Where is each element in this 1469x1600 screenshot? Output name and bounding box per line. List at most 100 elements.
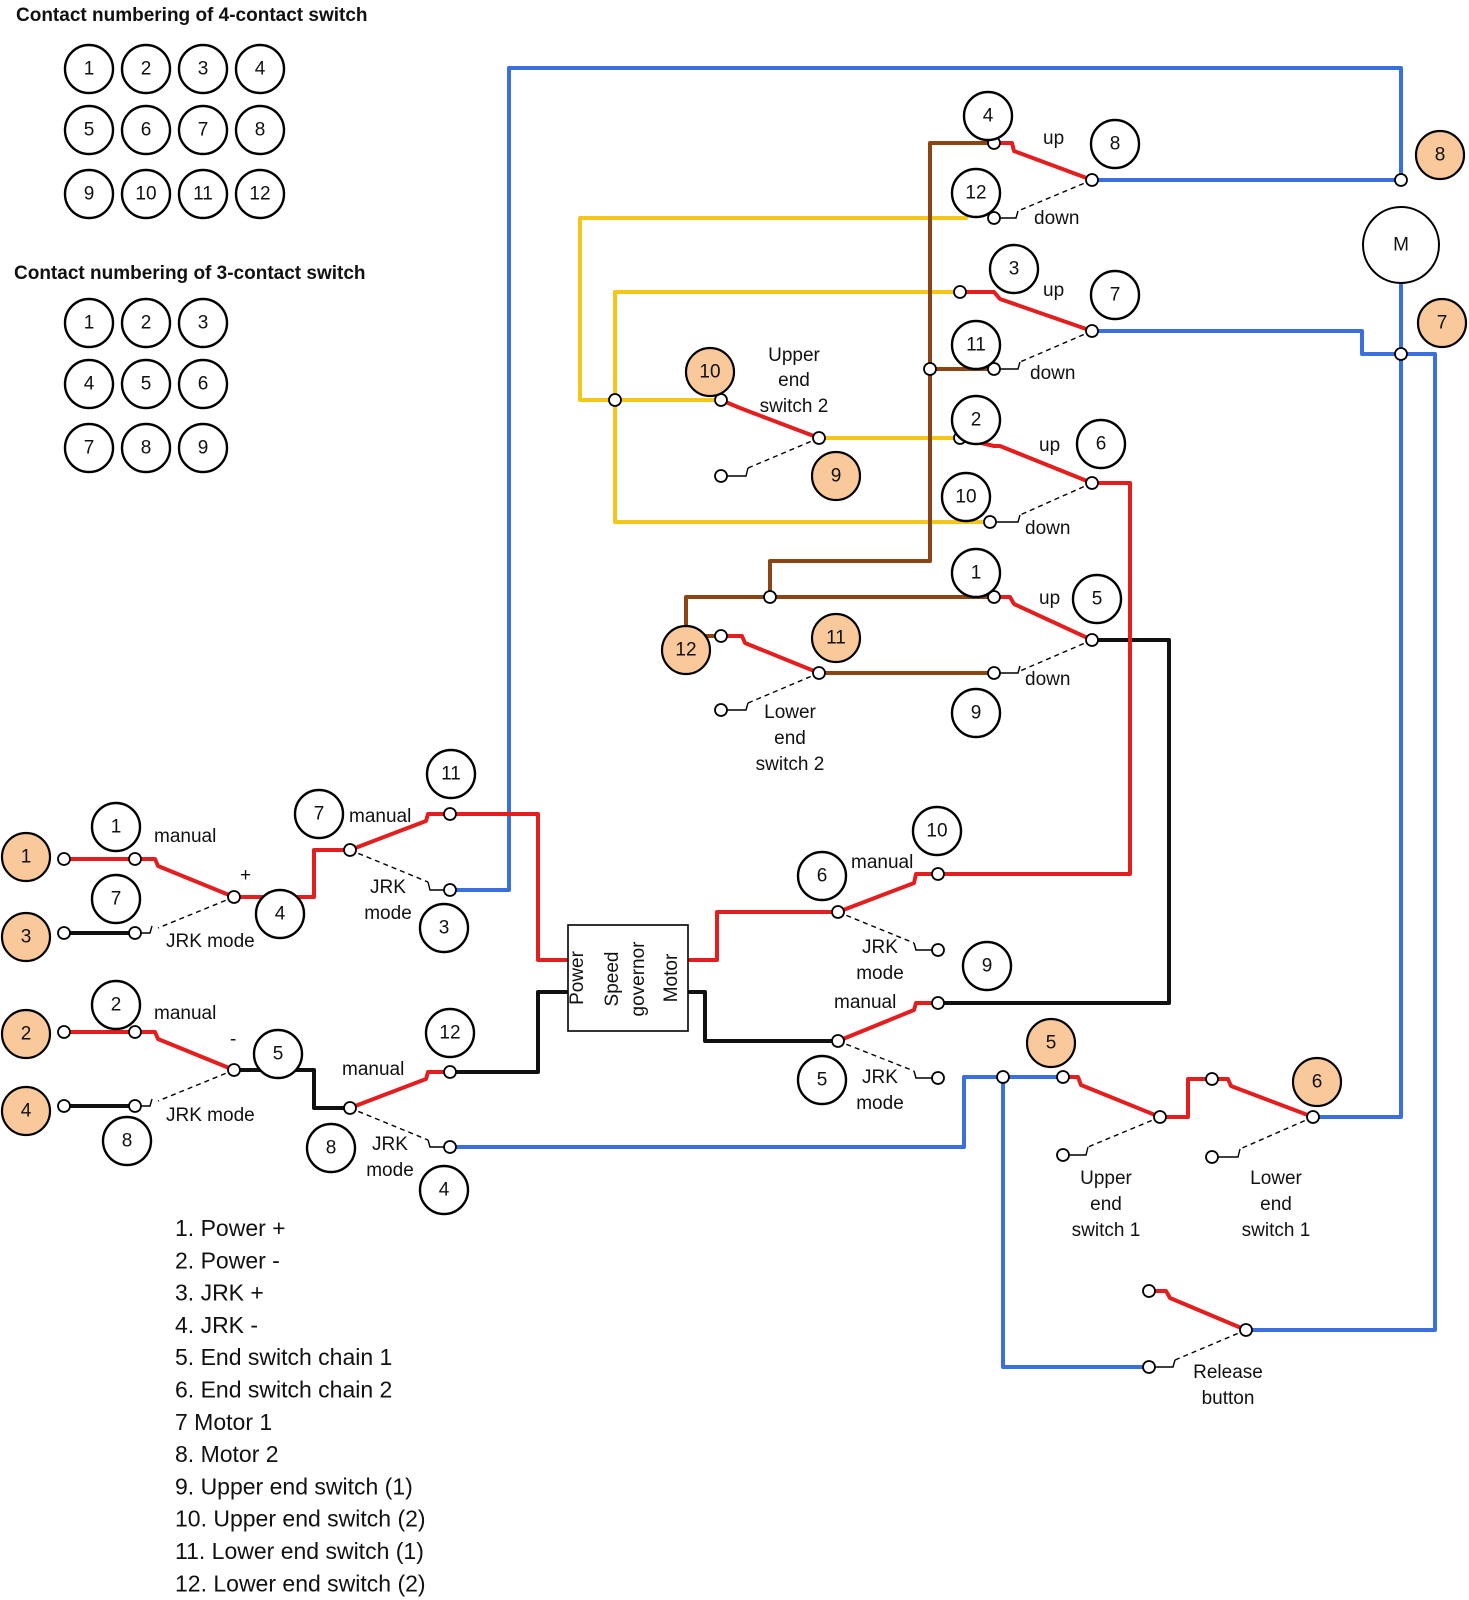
contact-marker-5: 5 — [1071, 573, 1123, 625]
contact-marker-4: 4 — [0, 1085, 52, 1137]
contact-marker-number: 7 — [111, 889, 122, 910]
label-down-12: down — [1034, 208, 1079, 229]
terminal — [931, 943, 945, 957]
blade-upper-end-1 — [1061, 1075, 1162, 1119]
governor-line2: governor — [628, 941, 649, 1017]
label-mode-4: mode — [366, 1160, 414, 1181]
label-up-4: up — [1043, 128, 1064, 149]
contact-marker-number: 7 — [1437, 313, 1448, 334]
legend-item: 4. JRK - — [175, 1312, 258, 1338]
terminal — [1056, 1148, 1070, 1162]
contact-marker-number: 5 — [817, 1070, 828, 1091]
label-upper-end-2-b: end — [778, 370, 810, 391]
terminal — [1142, 1284, 1156, 1298]
terminals — [57, 136, 1408, 1374]
label-release: Release — [1193, 1362, 1263, 1383]
contact-marker-6: 6 — [1291, 1056, 1343, 1108]
grid3-contact-3-number: 3 — [198, 313, 209, 334]
contact-marker-number: 9 — [982, 956, 993, 977]
grid3-contact-5-number: 5 — [141, 374, 152, 395]
black-wire-governor-motor-to-5 — [686, 990, 840, 1043]
blade-6-10 — [836, 872, 940, 914]
blade-lower-end-2 — [719, 634, 821, 675]
grid4-contact-9: 9 — [63, 168, 115, 220]
junction — [608, 393, 622, 407]
contact-marker-3: 3 — [418, 902, 470, 954]
contact-marker-4: 4 — [254, 888, 306, 940]
label-upper-end-2-a: Upper — [768, 345, 820, 366]
terminal — [1306, 1110, 1320, 1124]
grid3-contact-2-number: 2 — [141, 313, 152, 334]
black-wire-minus-to-8 — [232, 1068, 352, 1110]
contact-marker-9: 9 — [810, 450, 862, 502]
grid4-title: Contact numbering of 4-contact switch — [16, 5, 368, 26]
terminal — [714, 469, 728, 483]
grid4-contact-7-number: 7 — [198, 120, 209, 141]
terminal — [831, 1034, 845, 1048]
grid4-contact-4-number: 4 — [255, 59, 266, 80]
terminal — [57, 926, 71, 940]
label-mode-5: mode — [856, 963, 904, 984]
contact-marker-number: 5 — [1046, 1033, 1057, 1054]
label-lower-end-1-b: end — [1260, 1194, 1292, 1215]
dash-upper-end-1 — [1087, 1116, 1161, 1148]
grid3-contact-4: 4 — [63, 358, 115, 410]
terminal — [343, 843, 357, 857]
grid4-contact-8: 8 — [234, 104, 286, 156]
grid4-contact-9-number: 9 — [84, 184, 95, 205]
contact-marker-2: 2 — [90, 979, 142, 1031]
label-jrk-4: JRK — [372, 1134, 408, 1155]
grid4-contact-5-number: 5 — [84, 120, 95, 141]
contact-marker-9: 9 — [950, 687, 1002, 739]
blade-release-button — [1147, 1289, 1248, 1332]
legend-item: 1. Power + — [175, 1215, 286, 1241]
grid3-contact-8-number: 8 — [141, 438, 152, 459]
terminal — [1239, 1323, 1253, 1337]
grid4-contact-1-number: 1 — [84, 59, 95, 80]
contact-marker-1: 1 — [90, 801, 142, 853]
contact-marker-6: 6 — [796, 850, 848, 902]
contact-marker-11: 11 — [425, 748, 477, 800]
dash-10-6 — [1019, 482, 1093, 516]
legend-item: 9. Upper end switch (1) — [175, 1473, 413, 1499]
black-wire-12-to-governor-power — [448, 990, 570, 1074]
grid3-contact-7: 7 — [63, 422, 115, 474]
terminal — [831, 905, 845, 919]
label-upper-end-1-b: end — [1090, 1194, 1122, 1215]
blade-2-5 — [133, 1030, 236, 1072]
label-mode-3: mode — [364, 903, 412, 924]
grid3-contact-7-number: 7 — [84, 438, 95, 459]
label-lower-end-2-a: Lower — [764, 702, 816, 723]
yellow-wire-12-to-upper-end-2 — [578, 216, 968, 402]
grid4-contact-12: 12 — [234, 168, 286, 220]
label-minus: - — [230, 1029, 236, 1050]
contact-marker-number: 4 — [439, 1180, 450, 1201]
terminal — [987, 590, 1001, 604]
grid4-contact-6-number: 6 — [141, 120, 152, 141]
label-button: button — [1202, 1388, 1255, 1409]
contact-marker-7: 7 — [1416, 297, 1468, 349]
contact-marker-5: 5 — [1025, 1017, 1077, 1069]
terminal — [1205, 1072, 1219, 1086]
grid4-contact-5: 5 — [63, 104, 115, 156]
terminal — [987, 362, 1001, 376]
terminal — [227, 890, 241, 904]
label-lower-end-2-b: end — [774, 728, 806, 749]
contact-marker-number: 3 — [439, 918, 450, 939]
legend-item: 3. JRK + — [175, 1280, 264, 1306]
contact-marker-number: 10 — [926, 821, 947, 842]
dash-upper-end-2 — [747, 437, 820, 469]
contact-marker-2: 2 — [0, 1008, 52, 1060]
contact-marker-number: 8 — [1110, 134, 1121, 155]
label-lower-end-1-c: switch 1 — [1242, 1220, 1311, 1241]
grid3-title: Contact numbering of 3-contact switch — [14, 263, 366, 284]
terminal — [57, 1099, 71, 1113]
terminal — [812, 666, 826, 680]
junction — [763, 590, 777, 604]
label-lower-end-1-a: Lower — [1250, 1168, 1302, 1189]
blade-7-11 — [348, 812, 452, 852]
grid4-contact-3: 3 — [177, 43, 229, 95]
legend-item: 11. Lower end switch (1) — [175, 1538, 424, 1564]
contact-marker-number: 4 — [983, 106, 994, 127]
